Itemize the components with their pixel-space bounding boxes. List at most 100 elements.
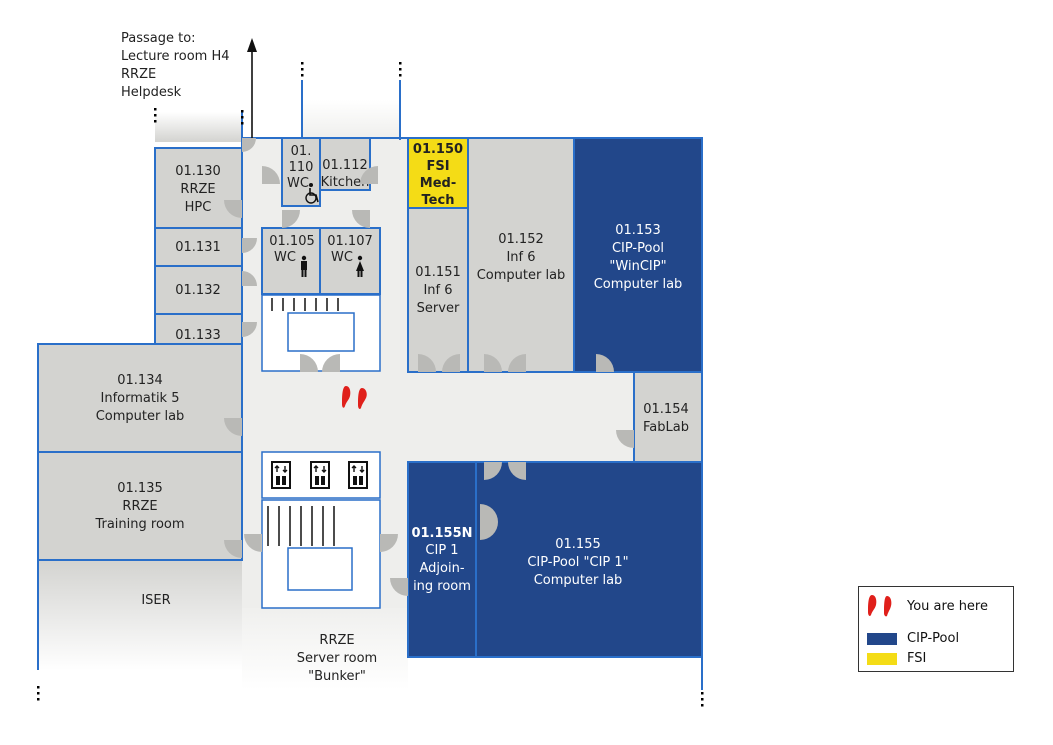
elevator-icon[interactable] (310, 461, 330, 489)
room-01-150[interactable]: 01.150 FSI Med- Tech (407, 137, 469, 209)
room-01-152-label-3: Computer lab (477, 268, 566, 283)
room-01-154-label-2: FabLab (643, 420, 689, 435)
door (242, 322, 257, 337)
room-01-152-label-2: Inf 6 (506, 250, 535, 265)
room-01-151[interactable]: 01.151 Inf 6 Server (407, 207, 469, 373)
room-01-155n[interactable]: 01.155N CIP 1 Adjoin- ing room (407, 461, 477, 658)
passage-line-3: RRZE (121, 67, 156, 82)
elevator-icon[interactable] (348, 461, 368, 489)
room-01-152[interactable]: 01.152 Inf 6 Computer lab (467, 137, 575, 373)
room-01-112[interactable]: 01.112 Kitchen (319, 137, 371, 191)
iser-label: ISER (141, 593, 170, 608)
room-01-110[interactable]: 01. 110 WC (281, 137, 321, 207)
continuation-dot (301, 68, 304, 71)
room-01-134[interactable]: 01.134 Informatik 5 Computer lab (37, 343, 243, 453)
room-01-155n-label-3: Adjoin- (419, 561, 464, 576)
stair-treads (271, 298, 339, 311)
room-01-132[interactable]: 01.132 (154, 265, 243, 315)
passage-note: Passage to: Lecture room H4 RRZE Helpdes… (121, 31, 257, 138)
legend-fsi: FSI (867, 651, 926, 666)
door (224, 418, 242, 436)
room-01-107[interactable]: 01.107 WC (319, 227, 381, 295)
continuation-dot (241, 122, 244, 125)
room-01-110-label-2: 110 (289, 160, 314, 175)
room-01-130[interactable]: 01.130 RRZE HPC (154, 147, 243, 229)
room-01-135[interactable]: 01.135 RRZE Training room (37, 451, 243, 561)
legend-cip-pool: CIP-Pool (867, 631, 959, 646)
door (508, 354, 526, 372)
room-01-155n-label-2: CIP 1 (425, 543, 458, 558)
room-01-153-label-1: 01.153 (615, 223, 661, 238)
room-01-155n-label-4: ing room (413, 579, 471, 594)
room-01-112-label-1: 01.112 (322, 158, 368, 173)
elevator-block (261, 451, 381, 499)
man-icon (301, 255, 307, 277)
arrow-up-icon (247, 38, 257, 138)
door (262, 166, 280, 184)
door (322, 354, 340, 372)
door (244, 534, 262, 552)
room-01-112-label-2: Kitchen (321, 175, 370, 190)
continuation-dot (701, 704, 704, 707)
continuation-dot (241, 110, 244, 113)
cip-pool-swatch (867, 632, 897, 645)
room-01-105[interactable]: 01.105 WC (261, 227, 321, 295)
passage-line-1: Passage to: (121, 31, 196, 46)
door (380, 534, 398, 552)
room-01-153[interactable]: 01.153 CIP-Pool "WinCIP" Computer lab (573, 137, 703, 373)
bunker-label-1: RRZE (319, 633, 354, 648)
room-01-135-label-2: RRZE (122, 499, 157, 514)
room-01-154[interactable]: 01.154 FabLab (633, 371, 703, 463)
continuation-dot (301, 74, 304, 77)
room-01-153-label-4: Computer lab (594, 277, 683, 292)
door (242, 271, 257, 286)
room-bunker: RRZE Server room "Bunker" (297, 633, 377, 684)
room-01-155-label-2: CIP-Pool "CIP 1" (527, 555, 628, 570)
continuation-dot (399, 68, 402, 71)
legend: You are here CIP-Pool FSI (858, 586, 1014, 672)
room-01-130-label-1: 01.130 (175, 164, 221, 179)
woman-icon (356, 255, 364, 277)
door (616, 430, 634, 448)
continuation-dot (701, 698, 704, 701)
room-01-151-label-2: Inf 6 (423, 283, 452, 298)
room-01-155[interactable]: 01.155 CIP-Pool "CIP 1" Computer lab (475, 461, 703, 658)
continuation-dot (37, 698, 40, 701)
door (596, 354, 614, 372)
room-01-135-label-3: Training room (94, 517, 184, 532)
room-01-131[interactable]: 01.131 (154, 227, 243, 267)
room-01-110-label-3: WC (287, 176, 309, 191)
room-01-110-label-1: 01. (291, 144, 312, 159)
room-01-130-label-2: RRZE (180, 182, 215, 197)
continuation-dot (399, 74, 402, 77)
room-01-135-label-1: 01.135 (117, 481, 163, 496)
room-01-105-label-1: 01.105 (269, 234, 315, 249)
room-01-153-label-2: CIP-Pool (612, 241, 664, 256)
passage-line-4: Helpdesk (121, 85, 182, 100)
room-01-155-label-3: Computer lab (534, 573, 623, 588)
elevator-icon[interactable] (271, 461, 291, 489)
door (242, 238, 257, 253)
room-01-153-label-3: "WinCIP" (609, 259, 666, 274)
door (418, 354, 436, 372)
continuation-dot (701, 692, 704, 695)
bunker-label-2: Server room (297, 651, 377, 666)
room-01-151-label-1: 01.151 (415, 265, 461, 280)
door (224, 200, 242, 218)
room-01-105-label-2: WC (274, 250, 296, 265)
continuation-dot (154, 108, 157, 111)
continuation-dot (37, 686, 40, 689)
staircase-lower (261, 499, 381, 609)
door (282, 210, 300, 228)
room-01-152-label-1: 01.152 (498, 232, 544, 247)
room-01-134-label-3: Computer lab (96, 409, 185, 424)
stair-treads (267, 506, 335, 546)
door (390, 578, 408, 596)
door (360, 166, 378, 184)
room-01-155n-label-1: 01.155N (411, 526, 472, 541)
staircase-upper (261, 294, 381, 372)
footprints-icon (868, 595, 892, 617)
continuation-dots (37, 62, 704, 707)
room-01-150-label-2: FSI (426, 159, 449, 174)
door (480, 504, 498, 540)
